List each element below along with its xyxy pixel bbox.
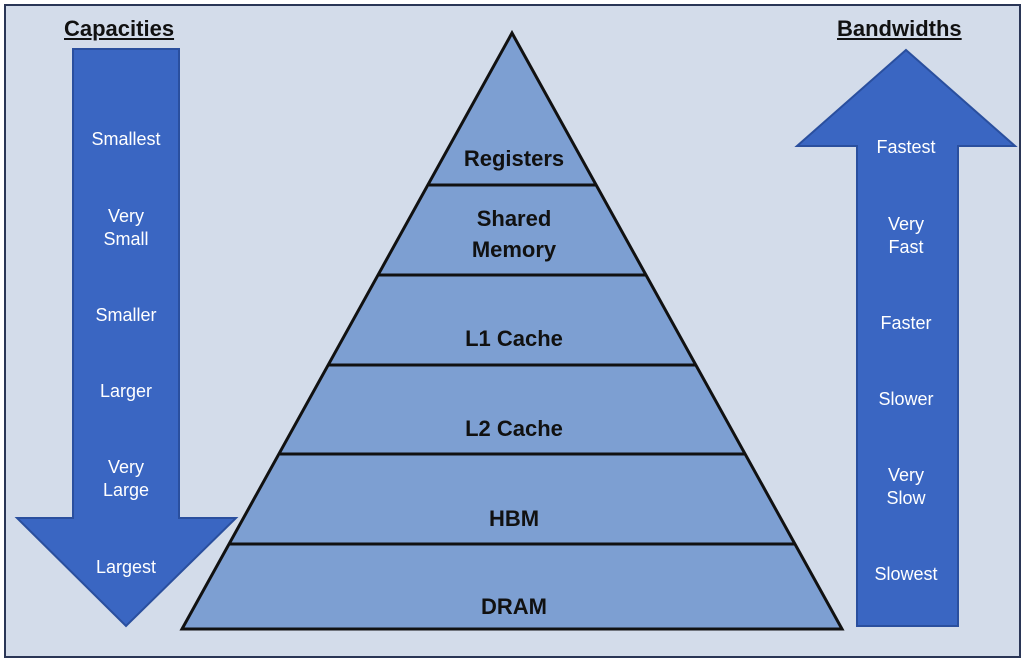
capacity-label-very-small: Very Small [103,206,149,249]
capacity-label-largest: Largest [95,557,157,577]
memory-pyramid [179,29,845,631]
capacity-label-smallest: Smallest [91,129,161,149]
capacity-label-very-large: Very Large [102,457,150,500]
bandwidth-label-very-fast: Very Fast [887,214,925,257]
bandwidth-label-faster: Faster [880,313,932,333]
bandwidth-label-slower: Slower [878,389,934,409]
pyramid-level-dram: DRAM [481,594,547,619]
pyramid-level-l2-cache: L2 Cache [465,416,563,441]
capacity-label-smaller: Smaller [95,305,157,325]
capacities-heading: Capacities [64,16,175,41]
bandwidth-label-very-slow: Very Slow [886,465,926,508]
bandwidths-arrow [794,48,1018,627]
capacity-label-larger: Larger [99,381,153,401]
pyramid-level-hbm: HBM [488,506,540,531]
pyramid-level-shared-memory: Shared Memory [471,206,557,262]
bandwidths-heading: Bandwidths [837,16,962,41]
pyramid-level-registers: Registers [463,146,565,171]
capacities-arrow [14,48,239,628]
pyramid-level-l1-cache: L1 Cache [465,326,563,351]
bandwidth-label-fastest: Fastest [876,137,936,157]
bandwidth-label-slowest: Slowest [874,564,938,584]
